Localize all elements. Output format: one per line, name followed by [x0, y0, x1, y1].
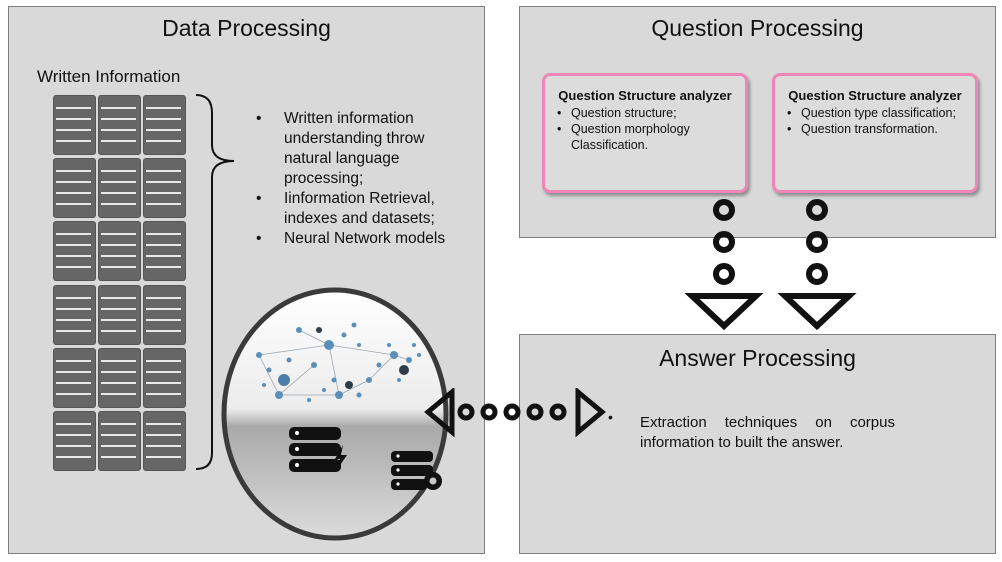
curly-brace: [195, 94, 235, 470]
answer-processing-title: Answer Processing: [659, 345, 856, 371]
bullet-item: Written information understanding throw …: [256, 109, 474, 189]
data-processing-bullets: Written information understanding throw …: [256, 109, 474, 249]
box-list-item: Question morphology: [557, 121, 745, 137]
question-structure-analyzer-box-1: Question Structure analyzer Question str…: [542, 73, 748, 193]
document-icon: [53, 348, 96, 408]
bullet-item: Neural Network models: [256, 229, 474, 249]
box-list-item: Question transformation.: [787, 121, 975, 137]
document-icon: [98, 95, 141, 155]
document-icon: [143, 411, 186, 471]
box-notch: [542, 124, 545, 146]
box-notch: [772, 124, 775, 146]
answer-processing-text: Extraction techniques on corpus informat…: [640, 414, 895, 451]
box-notch: [975, 124, 978, 146]
box-list-continuation: Classification.: [571, 138, 649, 152]
document-icon: [98, 285, 141, 345]
document-icon: [98, 221, 141, 281]
document-icon: [143, 158, 186, 218]
document-icon: [143, 95, 186, 155]
server-gear-icon: [391, 451, 442, 490]
document-icon: [143, 285, 186, 345]
document-icon: [53, 95, 96, 155]
document-icon: [98, 348, 141, 408]
box-list: Question type classification; Question t…: [775, 105, 975, 137]
document-icon: [98, 158, 141, 218]
data-processing-panel: Data Processing Written Information Writ…: [8, 6, 485, 554]
data-answer-double-arrow: [424, 388, 606, 438]
network-nodes: [256, 322, 421, 402]
network-graph-icon: [258, 329, 410, 396]
answer-bullet-marker: •: [608, 409, 613, 425]
document-icon: [143, 221, 186, 281]
document-icon: [53, 158, 96, 218]
bullet-item: Iinformation Retrieval, indexes and data…: [256, 189, 474, 229]
box-title: Question Structure analyzer: [788, 88, 962, 103]
document-icon: [98, 411, 141, 471]
box-title: Question Structure analyzer: [558, 88, 732, 103]
box-list-item: Question structure;: [557, 105, 745, 121]
box-notch: [745, 124, 748, 146]
question-processing-title: Question Processing: [651, 15, 864, 41]
document-icon: [53, 411, 96, 471]
data-circle: [221, 287, 449, 541]
written-information-label: Written Information: [37, 67, 181, 86]
document-icon: [143, 348, 186, 408]
box-list: Question structure; Question morphology: [545, 105, 745, 137]
server-lightning-icon: [289, 427, 347, 472]
question-structure-analyzer-box-2: Question Structure analyzer Question typ…: [772, 73, 978, 193]
question-to-answer-arrows: [684, 199, 857, 331]
box-list-item: Question type classification;: [787, 105, 975, 121]
data-processing-title: Data Processing: [162, 15, 331, 41]
document-icon: [53, 285, 96, 345]
question-processing-panel: Question Processing Question Structure a…: [519, 6, 996, 238]
answer-processing-panel: Answer Processing • Extraction technique…: [519, 334, 996, 554]
document-icon: [53, 221, 96, 281]
